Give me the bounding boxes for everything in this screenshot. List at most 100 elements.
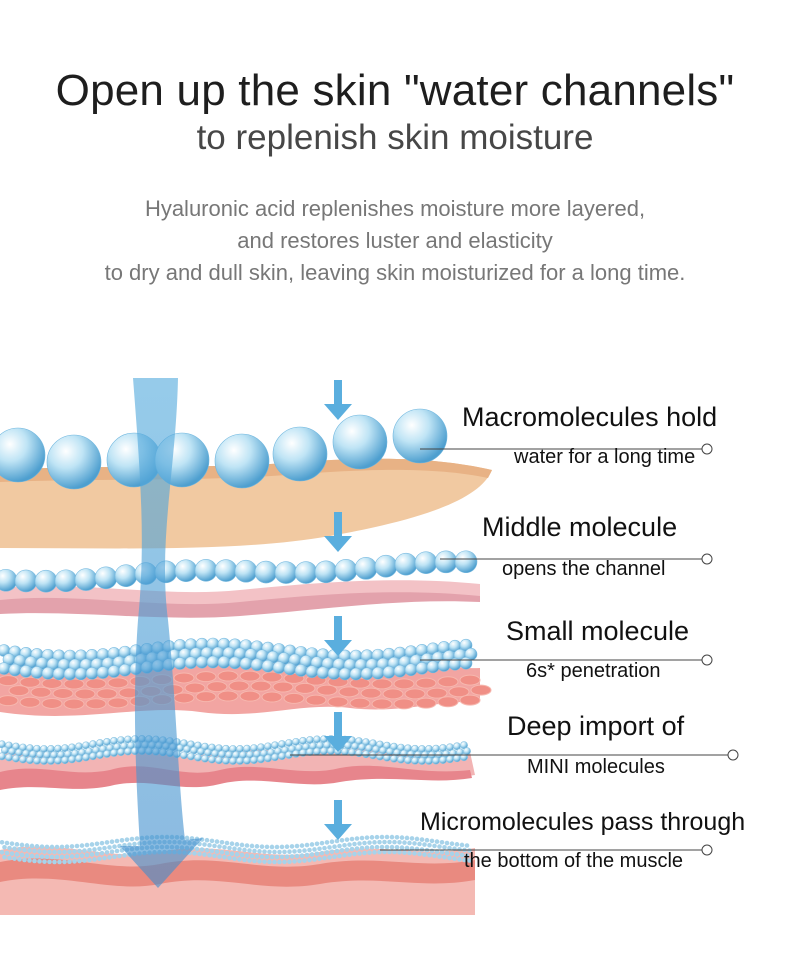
molecule (355, 749, 363, 758)
molecule (262, 849, 267, 854)
molecule (64, 844, 70, 850)
molecule (7, 855, 12, 861)
molecule (102, 845, 107, 851)
molecule (382, 849, 387, 855)
molecule (390, 754, 398, 763)
molecule (19, 842, 25, 848)
molecule (462, 857, 467, 863)
molecule (464, 843, 470, 848)
molecule (52, 849, 57, 855)
molecule (229, 757, 237, 765)
molecule (239, 842, 245, 848)
skin-cell (371, 698, 393, 710)
molecule (414, 551, 438, 574)
molecule (446, 755, 454, 764)
skin-cell (19, 676, 41, 688)
description-line-1: Hyaluronic acid replenishes moisture mor… (144, 196, 646, 221)
molecule (367, 850, 372, 855)
molecule (54, 569, 78, 593)
molecule (284, 844, 290, 850)
molecule (92, 857, 97, 862)
molecule (329, 849, 335, 854)
molecule (374, 554, 398, 578)
molecule (84, 842, 90, 848)
molecule (52, 859, 57, 865)
molecule (304, 842, 310, 848)
molecule (320, 747, 328, 755)
molecule (332, 844, 337, 849)
molecule (437, 854, 442, 859)
skin-cell (294, 682, 316, 694)
skin-cell (85, 678, 107, 690)
molecule (439, 850, 445, 855)
skin-cell (41, 697, 63, 709)
molecule (214, 433, 270, 489)
molecule (254, 560, 278, 584)
molecule (297, 848, 302, 854)
skin-cell (393, 698, 415, 710)
molecule (294, 561, 318, 584)
molecule (319, 850, 325, 856)
molecule (4, 840, 10, 846)
layer-bottom-muscle (0, 834, 475, 915)
molecule (294, 853, 300, 859)
molecule (409, 836, 415, 841)
skin-cell (393, 678, 415, 690)
molecule (307, 857, 312, 863)
molecule (26, 756, 34, 765)
down-arrow-icon (324, 512, 352, 552)
layer3-subtitle: 6s* penetration (526, 660, 661, 682)
molecule (314, 560, 338, 584)
molecule (338, 667, 352, 681)
down-arrow-icon (324, 380, 352, 420)
molecule (0, 662, 11, 675)
molecule (114, 848, 120, 854)
molecule (119, 838, 125, 843)
skin-cell (426, 687, 448, 699)
molecule (9, 851, 15, 856)
molecule (382, 665, 396, 679)
molecule (194, 846, 200, 852)
molecule (39, 854, 45, 859)
molecule (174, 559, 198, 582)
molecule (467, 848, 472, 853)
molecule (377, 839, 382, 845)
skin-cell (0, 695, 19, 707)
molecule (312, 857, 317, 862)
molecule (292, 849, 297, 854)
molecule (243, 756, 251, 765)
molecule (217, 844, 222, 849)
molecule (110, 749, 118, 757)
molecule (222, 854, 227, 860)
molecule (432, 853, 437, 859)
molecule (40, 757, 48, 765)
molecule (94, 851, 100, 857)
molecule (44, 854, 50, 860)
molecule (27, 858, 32, 863)
molecule (418, 757, 426, 765)
skin-cell (261, 691, 283, 703)
penetration-arrow (120, 378, 203, 888)
molecule (102, 855, 107, 861)
molecule (372, 840, 377, 845)
skin-cell (272, 681, 294, 693)
molecule (402, 840, 407, 845)
skin-cell (206, 681, 228, 693)
molecule (319, 840, 325, 846)
molecule (207, 852, 212, 858)
molecule (244, 853, 250, 858)
molecule (349, 836, 355, 842)
skin-cell (8, 685, 30, 697)
skin-cell (316, 684, 338, 696)
molecule (254, 854, 260, 859)
molecule (117, 853, 122, 859)
skin-cell (371, 678, 393, 690)
skin-cell (63, 678, 85, 690)
molecule (118, 663, 132, 677)
leader-lines (290, 443, 739, 856)
molecule (59, 854, 65, 860)
molecule (89, 842, 95, 847)
molecule (74, 568, 98, 591)
molecule (397, 755, 405, 764)
molecule (292, 859, 297, 864)
